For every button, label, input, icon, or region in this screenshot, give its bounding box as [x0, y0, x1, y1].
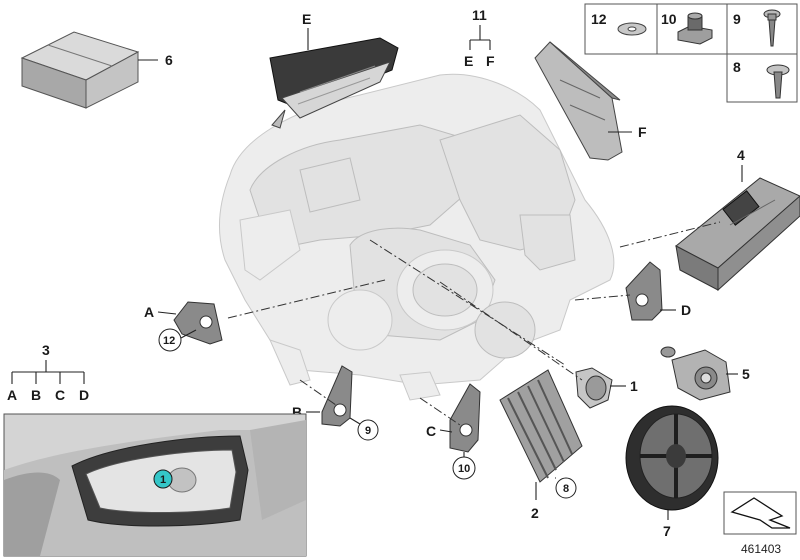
part-2-heatsink — [499, 369, 583, 483]
callout-E-top: E — [302, 11, 311, 27]
screw-8-icon — [766, 64, 790, 99]
legend-label-9: 9 — [733, 11, 741, 27]
part-C-bracket — [449, 383, 481, 453]
callout-F: F — [638, 124, 647, 140]
group-3-item-C: C — [55, 387, 65, 403]
callout-B: B — [292, 404, 302, 420]
bolt-9-icon — [763, 9, 781, 47]
callout-6: 6 — [165, 52, 173, 68]
part-E-cover — [269, 37, 399, 129]
part-7-cap — [625, 405, 719, 511]
inset-marker-circle — [153, 469, 173, 489]
legend-label-12: 12 — [591, 11, 607, 27]
callout-8: 8 — [563, 483, 569, 495]
group-11-item-F: F — [486, 53, 495, 69]
part-1-bulb — [575, 367, 613, 409]
part-D-bracket — [625, 261, 663, 321]
legend-label-10: 10 — [661, 11, 677, 27]
group-3-bracket — [11, 360, 85, 384]
part-A-bracket — [173, 301, 223, 345]
legend-label-8: 8 — [733, 59, 741, 75]
group-11-bracket — [469, 25, 491, 50]
callout-5: 5 — [742, 366, 750, 382]
inset-vehicle-view: 1 — [3, 413, 307, 557]
part-F-bracket — [534, 41, 623, 161]
callout-C: C — [426, 423, 436, 439]
part-B-bracket — [321, 365, 353, 427]
group-3-item-B: B — [31, 387, 41, 403]
group-11-item-E: E — [464, 53, 473, 69]
headlight-housing-ghost — [219, 73, 615, 401]
part-4-module — [675, 177, 800, 292]
nut-10-icon — [677, 12, 713, 45]
callout-11: 11 — [472, 7, 487, 23]
callout-3: 3 — [42, 342, 50, 358]
group-3-item-D: D — [79, 387, 89, 403]
callout-10: 10 — [458, 463, 470, 475]
part-5-adjuster — [660, 346, 731, 401]
diagram-number: 461403 — [741, 542, 781, 556]
inset-marker-label: 1 — [160, 474, 166, 486]
orientation-arrow-icon — [723, 491, 797, 535]
callout-1: 1 — [630, 378, 638, 394]
callout-2: 2 — [531, 505, 539, 521]
part-6-box — [20, 31, 140, 109]
callout-9-circle — [357, 419, 379, 441]
callout-8-circle — [555, 477, 577, 499]
group-3-item-A: A — [7, 387, 17, 403]
callout-12: 12 — [163, 335, 175, 347]
callout-9: 9 — [365, 425, 371, 437]
callout-7: 7 — [663, 523, 671, 539]
small-parts-legend: 12 10 9 8 — [584, 3, 798, 103]
callout-12-circle — [158, 328, 182, 352]
callout-A: A — [144, 304, 154, 320]
callout-4: 4 — [737, 147, 745, 163]
callout-D-right: D — [681, 302, 691, 318]
